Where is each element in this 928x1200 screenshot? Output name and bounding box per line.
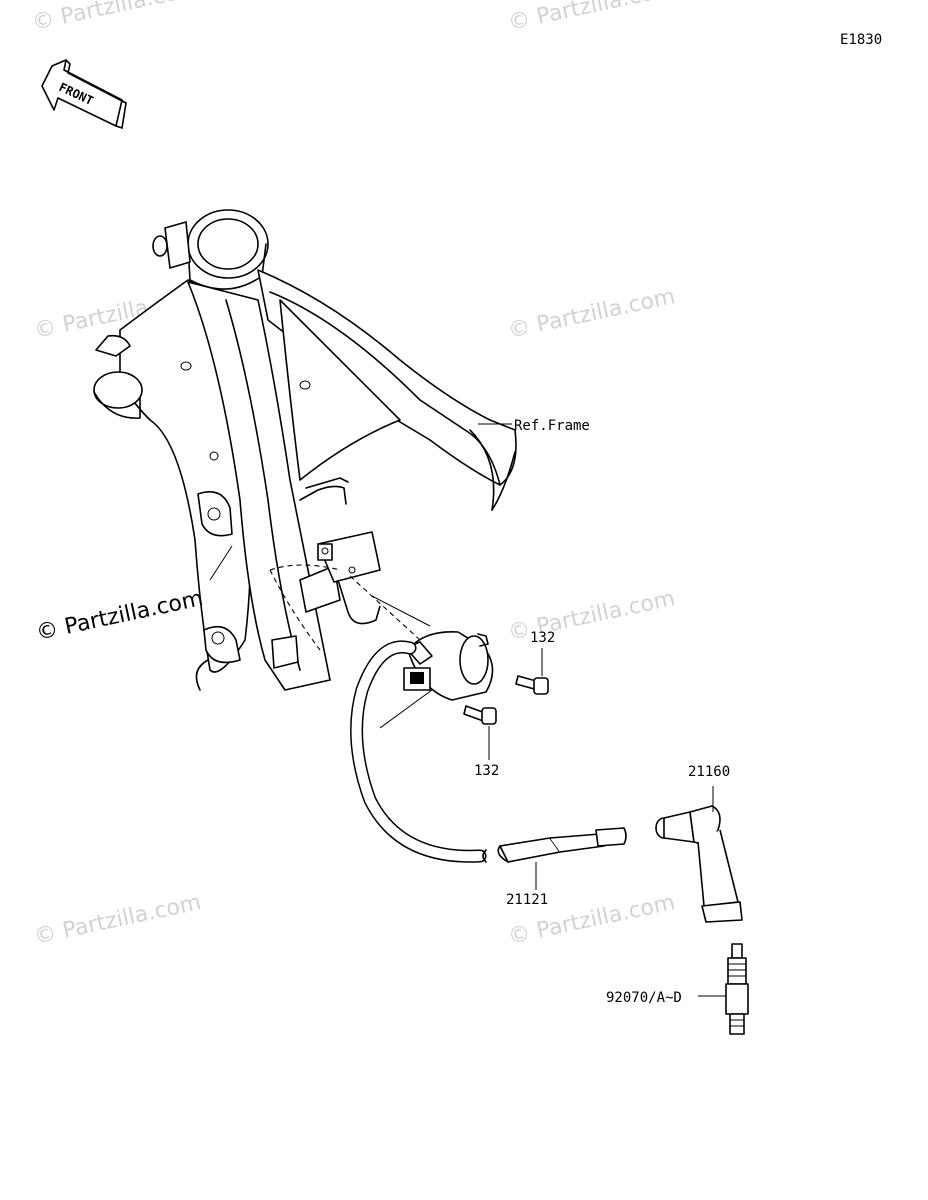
label-plug-cap: 21160	[688, 764, 730, 780]
label-bolt-upper: 132	[530, 630, 555, 646]
guide-lines	[269, 564, 431, 651]
label-spark-plug: 92070/A~D	[606, 990, 682, 1006]
frame	[93, 209, 517, 691]
label-bolt-lower: 132	[474, 763, 499, 779]
bolt-upper	[515, 648, 549, 695]
copyright-leader	[209, 545, 233, 581]
watermark: © Partzilla.com	[506, 284, 677, 344]
diagram-code: E1830	[840, 32, 882, 48]
label-ref-frame: Ref.Frame	[514, 418, 590, 434]
copyright-text: © Partzilla.com	[34, 586, 205, 646]
spark-plug	[698, 943, 749, 1035]
ignition-coil	[379, 631, 494, 729]
lead-wire	[350, 640, 627, 890]
coil-bracket	[317, 531, 381, 625]
watermark: © Partzilla.com	[30, 0, 201, 36]
bolt-lower	[463, 705, 497, 760]
label-lead-wire: 21121	[506, 892, 548, 908]
watermarks: © Partzilla.com © Partzilla.com © Partzi…	[30, 0, 677, 950]
watermark: © Partzilla.com	[32, 890, 203, 950]
front-arrow-icon: FRONT	[41, 59, 127, 130]
watermark: © Partzilla.com	[506, 0, 677, 36]
plug-cap	[655, 786, 743, 923]
